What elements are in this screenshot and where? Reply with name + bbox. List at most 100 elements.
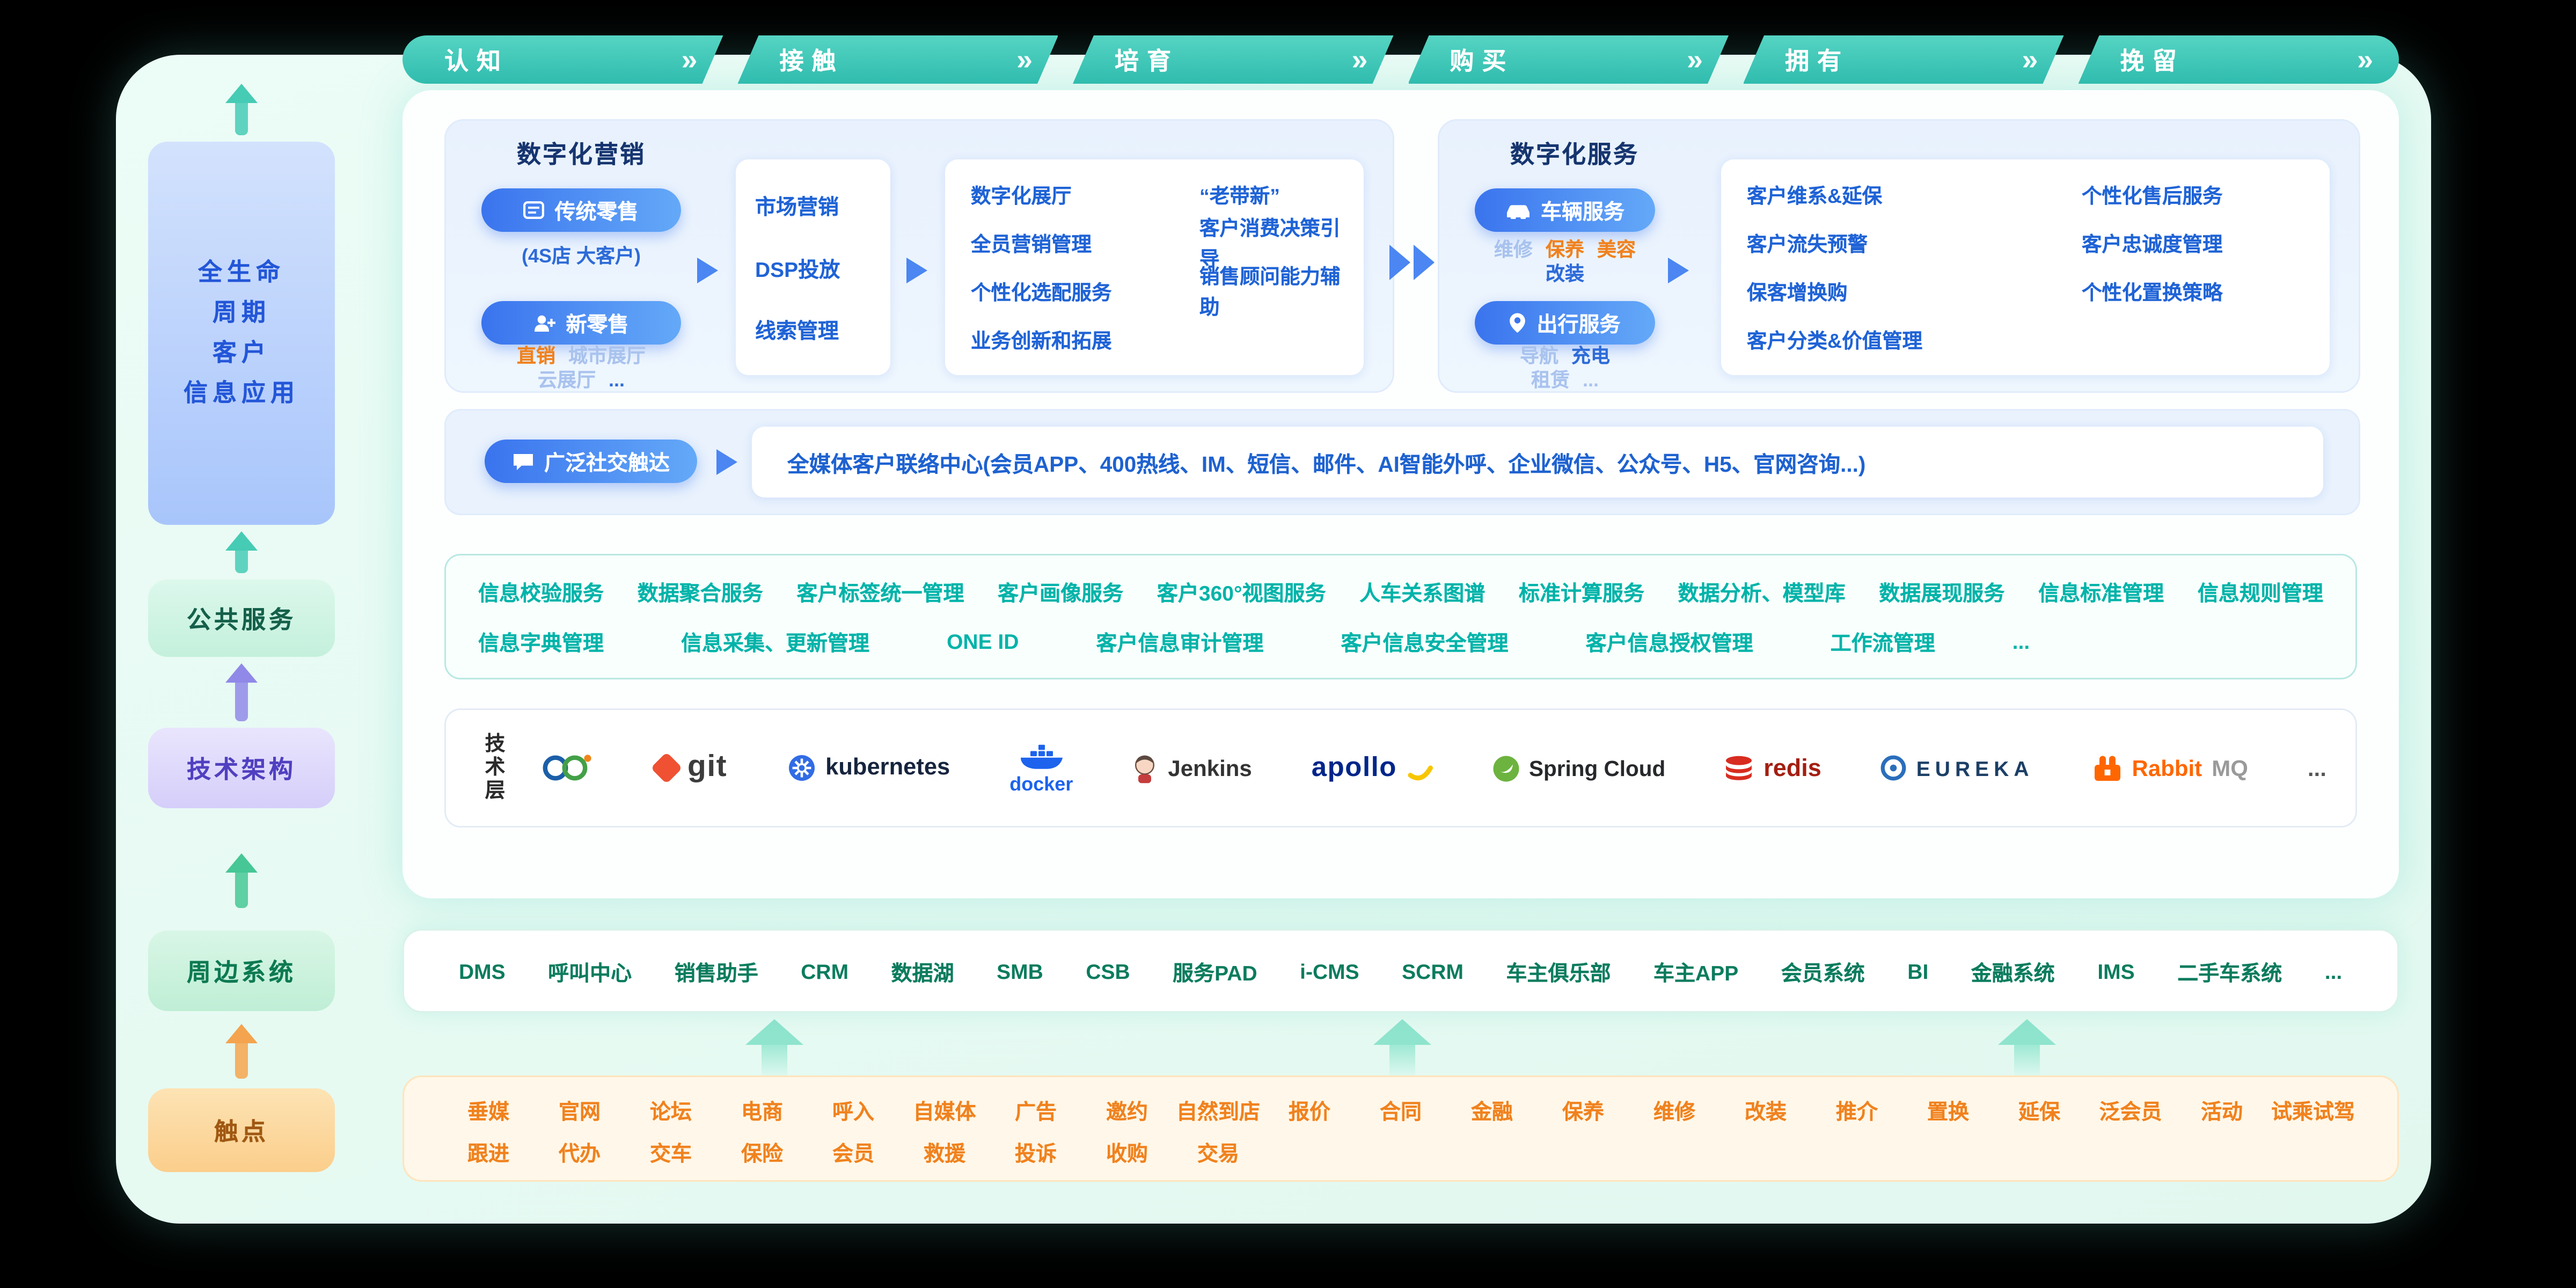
social-reach-label: 广泛社交触达 — [544, 451, 670, 475]
touchpoint-item: 金融 — [1470, 1100, 1513, 1124]
outcome-item: 客户分类&价值管理 — [1747, 329, 1923, 352]
service-outcomes-col1: 客户维系&延保客户流失预警保客增换购客户分类&价值管理 — [1747, 169, 2082, 365]
rabbitmq-wordmark-suffix: MQ — [2212, 755, 2248, 781]
outcome-item: 个性化售后服务 — [2082, 184, 2223, 207]
stage-label: 认知 — [444, 47, 509, 75]
touchpoint-item: 自媒体 — [913, 1100, 976, 1124]
spring-leaf-icon — [1492, 755, 1519, 781]
service-outcomes-box: 客户维系&延保客户流失预警保客增换购客户分类&价值管理 个性化售后服务客户忠诚度… — [1721, 159, 2330, 375]
sub-label: 改装 — [1545, 262, 1584, 285]
devops-logo — [535, 752, 596, 784]
redis-wordmark: redis — [1763, 754, 1821, 782]
touchpoint-item: 论坛 — [649, 1100, 692, 1124]
eureka-wordmark: EUREKA — [1916, 756, 2034, 780]
sub-label: ... — [1583, 369, 1599, 391]
social-reach-row: 广泛社交触达 全媒体客户联络中心(会员APP、400热线、IM、短信、邮件、AI… — [444, 409, 2360, 515]
touchpoint-item: 跟进 — [467, 1141, 509, 1166]
stage-segment: 培育 » — [1073, 35, 1394, 84]
git-wordmark: git — [687, 750, 728, 784]
rail-lifecycle-line: 信息应用 — [183, 379, 299, 407]
outcome-item: 客户忠诚度管理 — [2082, 232, 2223, 255]
service-outcomes-col2: 个性化售后服务客户忠诚度管理个性化置换策略 — [2082, 169, 2310, 365]
outcome-item: 销售顾问能力辅助 — [1199, 266, 1341, 319]
touchpoint-item: 广告 — [1014, 1100, 1057, 1124]
touchpoint-item: 收购 — [1106, 1141, 1148, 1166]
public-service-item: 信息标准管理 — [2038, 581, 2164, 605]
new-retail-button: 新零售 — [481, 301, 681, 345]
public-service-item: 客户信息安全管理 — [1341, 631, 1509, 655]
tech-layer-label: 技术层 — [481, 733, 504, 803]
traditional-retail-sub: (4S店 大客户) — [521, 245, 641, 267]
social-reach-button: 广泛社交触达 — [485, 440, 697, 483]
sub-label: 美容 — [1597, 238, 1636, 261]
chat-icon — [513, 453, 533, 470]
docker-wordmark: docker — [1009, 773, 1073, 795]
sub-label: 导航 — [1519, 345, 1558, 367]
tech-logos-row: git kubernetes — [535, 741, 2326, 795]
touchpoint-item: 保险 — [741, 1141, 783, 1166]
stage-segment: 接触 » — [738, 35, 1059, 84]
public-services-row1: 信息校验服务数据聚合服务客户标签统一管理客户画像服务客户360°视图服务人车关系… — [478, 576, 2323, 607]
sub-label: 租赁 — [1531, 369, 1570, 391]
digital-marketing-block: 数字化营销 传统零售 (4S店 大客户) 新零售 直销 城市展厅 云展厅 ...… — [444, 119, 1394, 393]
rail-tech-architecture-box: 技术架构 — [148, 728, 335, 808]
peripheral-system-item: DMS — [459, 958, 506, 983]
touchpoint-item: 置换 — [1927, 1100, 1969, 1124]
peripheral-system-item: i-CMS — [1300, 958, 1359, 983]
up-arrow-icon — [745, 1019, 803, 1075]
up-arrow-icon — [225, 853, 258, 908]
chevron-double-icon: » — [2357, 42, 2374, 75]
redis-logo: redis — [1725, 755, 1821, 782]
sub-label: 直销 — [516, 345, 555, 367]
peripheral-system-item: 金融系统 — [1971, 960, 2055, 985]
eureka-logo: EUREKA — [1881, 755, 2034, 781]
vehicle-service-button: 车辆服务 — [1475, 188, 1655, 232]
stage-segment: 拥有 » — [1743, 35, 2064, 84]
peripheral-system-item: 服务PAD — [1173, 960, 1257, 985]
chevron-double-icon: » — [681, 42, 698, 75]
stage-segment: 挽留 » — [2078, 35, 2399, 84]
digital-service-block: 数字化服务 车辆服务 维修 保养 美容 改装 出行服务 导航 充电 租赁 ... — [1438, 119, 2360, 393]
spring-cloud-logo: Spring Cloud — [1492, 755, 1665, 782]
outcome-item: 客户流失预警 — [1747, 232, 1868, 255]
public-service-item: ONE ID — [947, 630, 1019, 654]
sub-label: ... — [609, 369, 625, 391]
git-diamond-icon — [650, 752, 683, 784]
peripheral-system-item: 车主俱乐部 — [1506, 960, 1611, 985]
public-services-box: 信息校验服务数据聚合服务客户标签统一管理客户画像服务客户360°视图服务人车关系… — [444, 554, 2357, 679]
touchpoint-item: 推介 — [1835, 1100, 1878, 1124]
touchpoint-item: 试乘试驾 — [2271, 1100, 2355, 1124]
touchpoint-item: 自然到店 — [1176, 1100, 1261, 1124]
tech-layer-box: 技术层 git — [444, 708, 2357, 828]
outcome-item: 数字化展厅 — [971, 184, 1072, 207]
kubernetes-logo: kubernetes — [787, 753, 950, 782]
peripheral-system-item: ... — [2324, 958, 2343, 983]
stage-segment: 购买 » — [1408, 35, 1729, 84]
peripheral-system-item: SCRM — [1402, 958, 1463, 983]
kubernetes-wordmark: kubernetes — [825, 755, 950, 781]
apollo-swoosh-icon — [1407, 765, 1432, 780]
public-service-item: 信息字典管理 — [478, 631, 604, 655]
outcome-item: 客户维系&延保 — [1747, 184, 1883, 207]
public-service-item: 客户360°视图服务 — [1157, 581, 1326, 605]
touchpoint-item: 投诉 — [1014, 1141, 1057, 1166]
touchpoint-item: 电商 — [741, 1100, 783, 1124]
peripheral-system-item: 二手车系统 — [2177, 960, 2282, 985]
chevron-double-icon: » — [1016, 42, 1033, 75]
touchpoint-item: 代办 — [558, 1141, 601, 1166]
rabbitmq-wordmark: Rabbit — [2132, 755, 2202, 781]
touchpoint-item: 维修 — [1653, 1100, 1695, 1124]
touchpoint-item: 交易 — [1197, 1141, 1240, 1166]
peripheral-system-item: 销售助手 — [674, 960, 758, 985]
stage-label: 接触 — [779, 47, 844, 75]
vehicle-service-label: 车辆服务 — [1540, 200, 1624, 224]
rail-lifecycle-line: 全生命 — [197, 258, 285, 286]
vehicle-service-subs: 维修 保养 美容 改装 — [1488, 238, 1642, 285]
touchpoints-panel: 垂媒官网论坛电商呼入自媒体广告邀约自然到店报价合同金融保养维修改装推介置换延保泛… — [402, 1075, 2399, 1182]
marketing-outcomes-col2: “老带新”客户消费决策引导销售顾问能力辅助 — [1199, 169, 1344, 365]
main-panel: 数字化营销 传统零售 (4S店 大客户) 新零售 直销 城市展厅 云展厅 ...… — [402, 90, 2399, 898]
touchpoint-item: 保养 — [1562, 1100, 1604, 1124]
touchpoints-row1: 垂媒官网论坛电商呼入自媒体广告邀约自然到店报价合同金融保养维修改装推介置换延保泛… — [443, 1095, 2359, 1125]
flow-arrow-icon — [697, 258, 718, 283]
